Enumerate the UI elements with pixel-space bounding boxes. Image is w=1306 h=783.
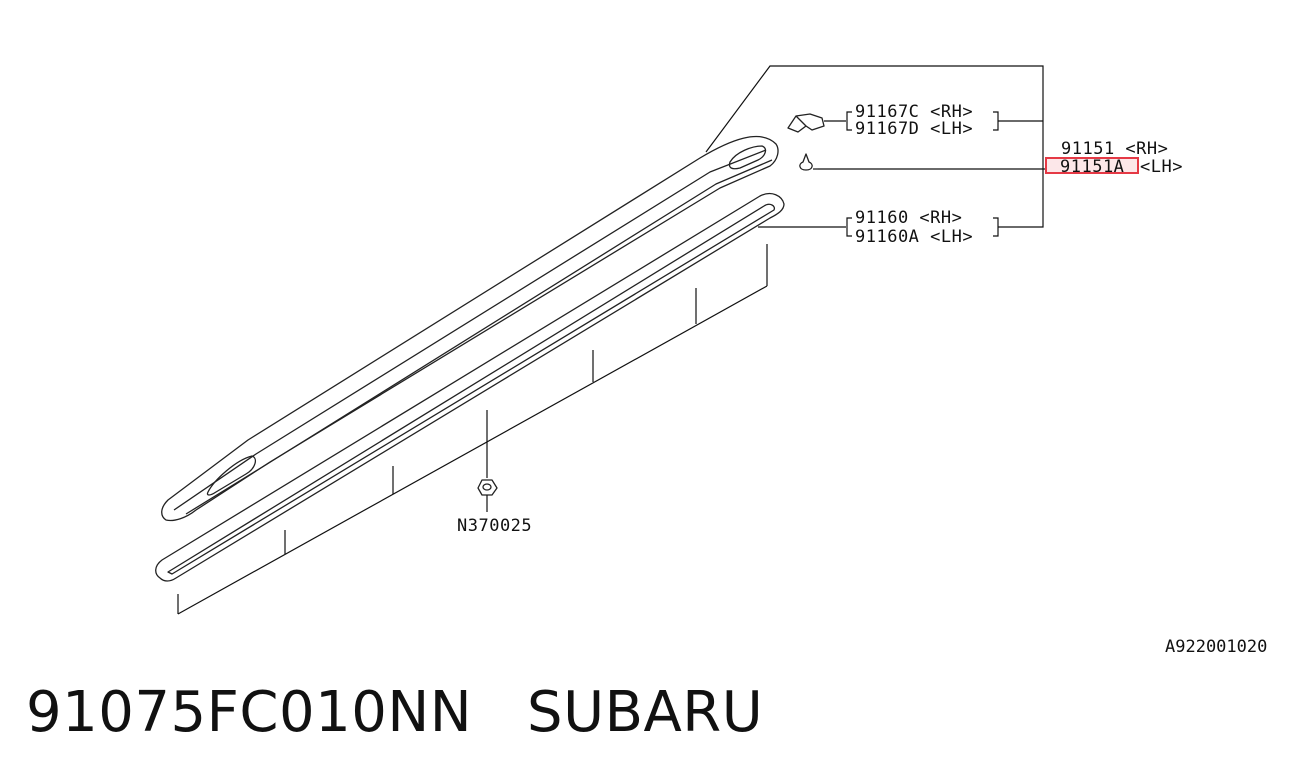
rail-seal	[155, 192, 999, 582]
callout-seal-lh[interactable]: 91160A <LH>	[855, 227, 973, 247]
nut-part	[477, 410, 498, 512]
callout-assembly-rh[interactable]: 91151 <RH>	[1061, 139, 1168, 159]
caption-part-number: 91075FC010NN	[26, 680, 473, 745]
push-pin-part	[799, 153, 818, 171]
roof-rail-molding	[161, 135, 779, 522]
highlight-box	[1045, 157, 1139, 174]
callout-assembly-lh-side: <LH>	[1140, 157, 1183, 177]
callout-clip-lh[interactable]: 91167D <LH>	[855, 119, 973, 139]
callout-clip-rh[interactable]: 91167C <RH>	[855, 102, 973, 122]
callout-nut[interactable]: N370025	[457, 516, 532, 536]
figure-code: A922001020	[1165, 637, 1267, 657]
clip-part	[787, 111, 999, 133]
callout-seal-rh[interactable]: 91160 <RH>	[855, 208, 962, 228]
caption-brand: SUBARU	[527, 680, 764, 745]
base-reference-line	[177, 244, 768, 615]
callout-assembly-lh-code[interactable]: 91151A	[1060, 157, 1124, 177]
part-caption: 91075FC010NN SUBARU	[26, 680, 763, 745]
assembly-leader-frame	[705, 65, 1046, 228]
caption-spacer	[472, 680, 527, 745]
